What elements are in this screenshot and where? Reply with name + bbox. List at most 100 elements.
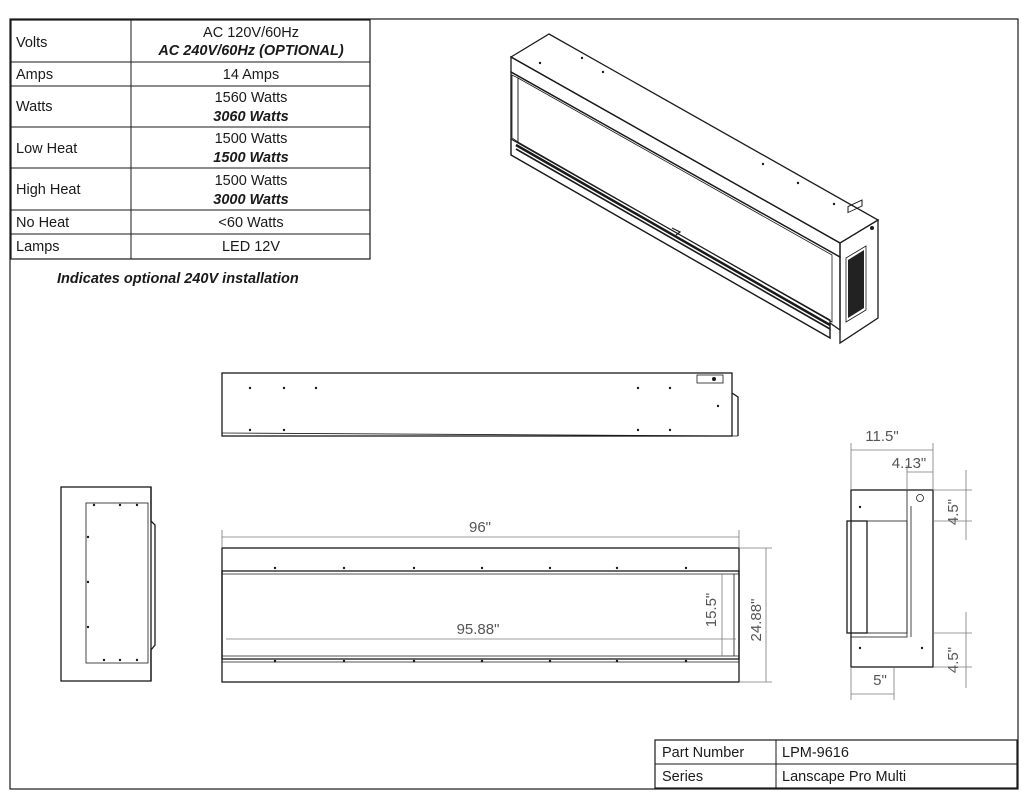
top-view-screw xyxy=(248,386,252,390)
right-view-glass xyxy=(846,520,868,634)
top-view-screw xyxy=(716,404,720,408)
spec-value-lamps: LED 12V xyxy=(222,239,280,255)
front-view-screw xyxy=(342,566,346,570)
spec-label-amps: Amps xyxy=(16,67,53,83)
left-view-screw xyxy=(135,658,139,662)
front-view-screw xyxy=(412,566,416,570)
iso-screw xyxy=(796,181,800,185)
iso-front-band xyxy=(510,55,841,259)
dim-side-bottom: 4.5" xyxy=(945,647,962,673)
spec-value-watts: 1560 Watts xyxy=(215,90,288,106)
iso-left-glass xyxy=(511,74,519,143)
left-view-screw xyxy=(92,503,96,507)
top-view-screw xyxy=(668,386,672,390)
part-number-label: Part Number xyxy=(662,745,744,761)
front-view-screw xyxy=(480,566,484,570)
dim-side-depth: 11.5" xyxy=(865,428,898,445)
front-view-screw xyxy=(615,566,619,570)
iso-screw xyxy=(601,70,605,74)
dim-opening-height: 15.5" xyxy=(703,593,720,628)
spec-value-no-heat: <60 Watts xyxy=(218,215,283,231)
spec-label-watts: Watts xyxy=(16,99,53,115)
side-dimensions: 11.5" 4.13" 4.5" 4.5" 5" xyxy=(850,428,972,700)
top-view-screw xyxy=(282,386,286,390)
front-view-screw xyxy=(273,566,277,570)
right-view-screw xyxy=(858,646,862,650)
right-view-button-icon xyxy=(916,494,924,502)
dim-total-height: 24.88" xyxy=(748,599,765,642)
right-view-screw xyxy=(920,646,924,650)
iso-screw xyxy=(832,202,836,206)
spec-value-high-heat: 1500 Watts xyxy=(215,173,288,189)
dim-side-top: 4.5" xyxy=(945,499,962,525)
front-view xyxy=(221,547,740,683)
front-view-screw xyxy=(548,566,552,570)
iso-top-face xyxy=(509,33,880,244)
part-number-value: LPM-9616 xyxy=(782,745,849,761)
left-view-screw xyxy=(86,580,90,584)
top-view-control-panel-icon xyxy=(696,374,724,384)
front-view-screw xyxy=(480,659,484,663)
left-view-profile xyxy=(150,487,156,681)
iso-right-side xyxy=(839,218,879,345)
spec-table: Volts AC 120V/60Hz AC 240V/60Hz (OPTIONA… xyxy=(10,19,371,260)
top-view xyxy=(221,372,739,437)
spec-label-high-heat: High Heat xyxy=(16,182,80,198)
left-view-screw xyxy=(118,658,122,662)
spec-value-amps: 14 Amps xyxy=(223,67,279,83)
left-view-screw xyxy=(102,658,106,662)
front-view-screw xyxy=(684,566,688,570)
iso-logo-icon xyxy=(671,227,682,236)
iso-right-glass xyxy=(845,245,867,323)
iso-opening xyxy=(517,77,833,323)
top-view-screw xyxy=(314,386,318,390)
left-view-body xyxy=(60,486,152,682)
iso-screw xyxy=(538,61,542,65)
spec-optional-high-heat: 3000 Watts xyxy=(213,192,289,208)
right-view-body xyxy=(850,489,934,668)
top-view-body xyxy=(221,372,733,437)
top-view-step xyxy=(731,392,739,436)
right-view-top-block xyxy=(850,489,908,638)
spec-label-low-heat: Low Heat xyxy=(16,141,77,157)
iso-button-icon xyxy=(870,226,874,230)
right-view-screw xyxy=(858,505,862,509)
left-view-screw xyxy=(135,503,139,507)
dim-opening-width: 95.88" xyxy=(457,621,500,638)
left-view-screw xyxy=(86,625,90,629)
left-view-screw xyxy=(86,535,90,539)
left-view-panel xyxy=(85,502,149,664)
iso-right-glass-dark xyxy=(848,250,864,318)
dim-side-base: 5" xyxy=(873,672,887,689)
spec-value-volts: AC 120V/60Hz xyxy=(203,25,299,41)
spec-optional-watts: 3060 Watts xyxy=(213,109,289,125)
front-view-screw xyxy=(615,659,619,663)
top-view-screw xyxy=(668,428,672,432)
right-view-firebox xyxy=(866,520,908,634)
top-view-screw xyxy=(636,386,640,390)
top-view-front-edge xyxy=(221,432,739,437)
dim-side-inset: 4.13" xyxy=(892,455,927,472)
optional-installation-note: Indicates optional 240V installation xyxy=(57,271,299,287)
iso-screw xyxy=(761,162,765,166)
top-view-screw xyxy=(636,428,640,432)
iso-screw xyxy=(580,56,584,60)
series-label: Series xyxy=(662,769,703,785)
iso-ember-bed xyxy=(515,143,831,327)
series-value: Lanscape Pro Multi xyxy=(782,769,906,785)
top-view-screw xyxy=(248,428,252,432)
front-view-opening xyxy=(221,570,740,660)
spec-optional-volts: AC 240V/60Hz (OPTIONAL) xyxy=(157,43,343,59)
right-side-view xyxy=(846,489,934,668)
spec-label-no-heat: No Heat xyxy=(16,215,69,231)
left-side-view xyxy=(60,486,156,682)
front-view-screw xyxy=(342,659,346,663)
left-view-screw xyxy=(118,503,122,507)
front-view-screw xyxy=(548,659,552,663)
front-view-screw xyxy=(412,659,416,663)
spec-optional-low-heat: 1500 Watts xyxy=(213,150,289,166)
spec-table-frame xyxy=(10,19,371,260)
spec-label-lamps: Lamps xyxy=(16,239,60,255)
isometric-view xyxy=(509,33,880,345)
iso-base-trim xyxy=(510,137,831,340)
